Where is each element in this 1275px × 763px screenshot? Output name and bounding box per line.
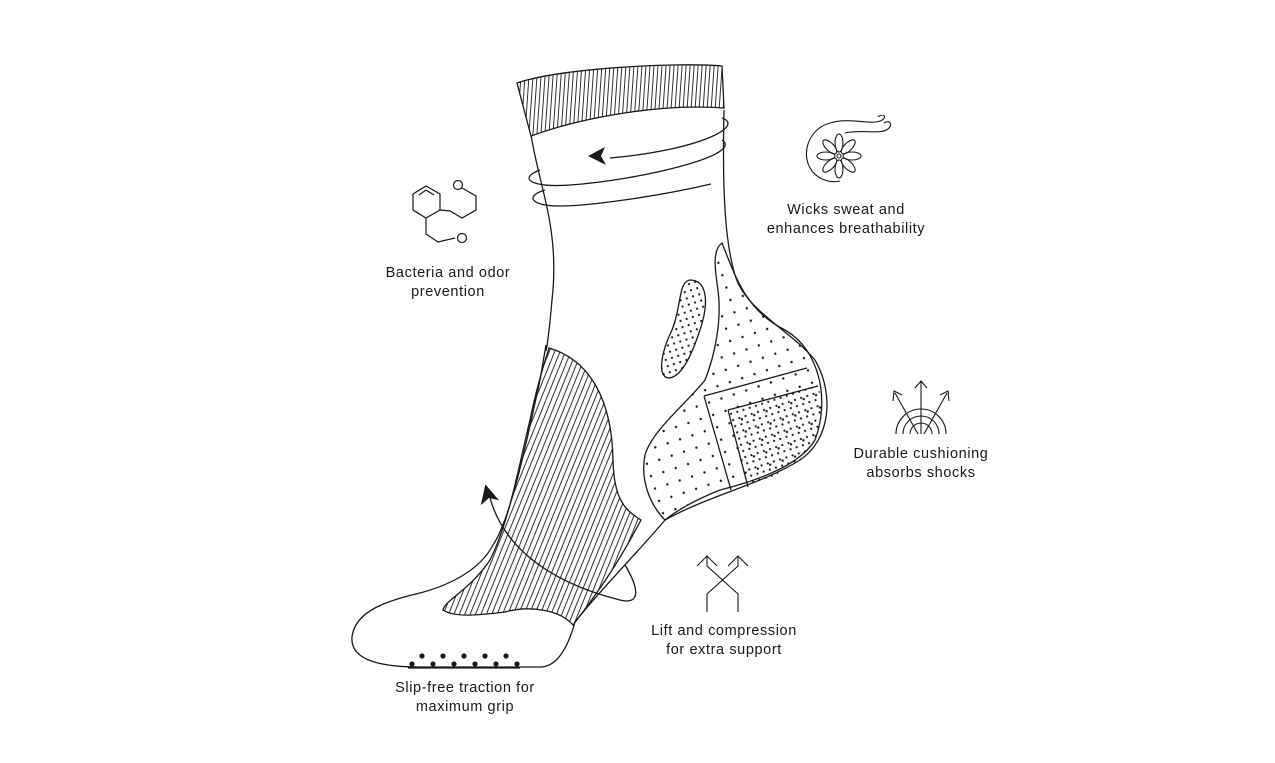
- feature-wicking-line2: enhances breathability: [766, 221, 926, 237]
- fan-airflow-icon: [800, 114, 895, 190]
- feature-cushioning-line1: Durable cushioning: [853, 446, 989, 462]
- shock-absorb-arrows-icon: [888, 378, 954, 436]
- feature-traction: Slip-free traction for maximum grip: [365, 679, 565, 717]
- feature-bacteria-line1: Bacteria and odor: [385, 265, 511, 281]
- feature-compression-line2: for extra support: [666, 642, 782, 658]
- feature-compression-line1: Lift and compression: [651, 623, 797, 639]
- compression-arch-zone: [442, 347, 642, 627]
- feature-bacteria-line2: prevention: [411, 284, 485, 300]
- ankle-pad-zone: [661, 279, 707, 379]
- heel-dense-zone: [728, 386, 822, 487]
- traction-dots: [409, 653, 520, 667]
- feature-cushioning-line2: absorbs shocks: [866, 465, 976, 481]
- feature-wicking: Wicks sweat and enhances breathability: [746, 201, 946, 239]
- feature-compression: Lift and compression for extra support: [624, 622, 824, 660]
- ribbed-cuff: [516, 64, 725, 137]
- crossed-arrows-icon: [694, 552, 752, 614]
- feature-bacteria: Bacteria and odor prevention: [358, 264, 538, 302]
- feature-wicking-line1: Wicks sweat and: [787, 202, 905, 218]
- feature-cushioning: Durable cushioning absorbs shocks: [826, 445, 1016, 483]
- feature-traction-line2: maximum grip: [415, 699, 515, 715]
- molecule-icon: [410, 178, 490, 250]
- feature-traction-line1: Slip-free traction for: [395, 680, 535, 696]
